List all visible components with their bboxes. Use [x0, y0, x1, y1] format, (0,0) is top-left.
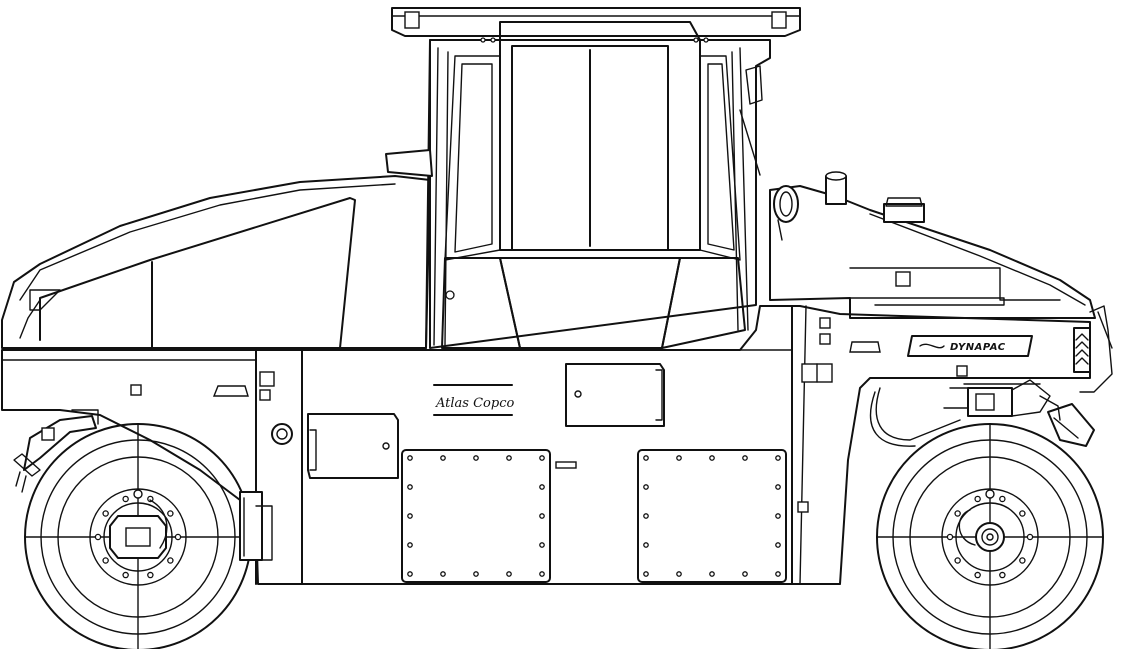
panel-bolt [506, 571, 512, 577]
panel-bolt [407, 484, 413, 490]
panel-bolt [775, 484, 781, 490]
hub-bolt [102, 510, 109, 517]
panel-bolt [539, 571, 545, 577]
panel-bolt [440, 455, 446, 461]
ballast-panel-right [637, 449, 787, 583]
panel-bolt [539, 455, 545, 461]
access-doors [271, 363, 665, 479]
hub-bolt [122, 571, 129, 579]
panel-bolt [473, 455, 479, 461]
hub-bolt [974, 571, 981, 579]
panel-bolt [676, 571, 682, 577]
panel-bolt [407, 513, 413, 519]
ballast-panel-left [401, 449, 551, 583]
operator-cab [385, 21, 771, 349]
front-wheel [876, 423, 1104, 649]
panel-bolt [407, 571, 413, 577]
panel-bolt [440, 571, 446, 577]
panel-bolt [407, 455, 413, 461]
rear-wheel [24, 423, 252, 649]
hub-bolt [999, 495, 1006, 503]
hub-bolt [954, 510, 961, 517]
main-chassis [1, 305, 1091, 585]
hub-bolt [102, 557, 109, 564]
panel-bolt [742, 455, 748, 461]
front-hood [769, 171, 1096, 319]
rear-axle-bracket [239, 491, 273, 561]
hub-bolt [122, 495, 129, 503]
dynapac-logo: DYNAPAC [907, 327, 1091, 373]
panel-bolt [506, 455, 512, 461]
panel-bolt [643, 455, 649, 461]
atlas-copco-label: Atlas Copco [435, 396, 514, 411]
panel-bolt [643, 542, 649, 548]
panel-bolt [775, 455, 781, 461]
hub-bolt [1019, 510, 1026, 517]
rear-scraper [13, 409, 99, 493]
hub-bolt [174, 533, 182, 541]
hub-bolt [1026, 533, 1034, 541]
panel-bolt [742, 571, 748, 577]
front-scraper [1039, 305, 1113, 447]
dynapac-label: DYNAPAC [950, 342, 1006, 353]
hub-bolt [167, 557, 174, 564]
panel-bolt [407, 542, 413, 548]
hub-bolt [954, 557, 961, 564]
panel-bolt [676, 455, 682, 461]
engine-hood [1, 175, 431, 349]
panel-bolt [775, 542, 781, 548]
hub-bolt [999, 571, 1006, 579]
panel-bolt [539, 513, 545, 519]
panel-bolt [775, 513, 781, 519]
hub-bolt [1019, 557, 1026, 564]
hub-bolt [147, 571, 154, 579]
front-suspension [943, 377, 1051, 417]
panel-bolt [539, 484, 545, 490]
panel-bolt [643, 484, 649, 490]
panel-bolt [709, 571, 715, 577]
hub-bolt [974, 495, 981, 503]
hub-bolt [946, 533, 954, 541]
panel-bolt [709, 455, 715, 461]
panel-bolt [473, 571, 479, 577]
hub-bolt [167, 510, 174, 517]
panel-bolt [643, 571, 649, 577]
panel-bolt [643, 513, 649, 519]
hub-bolt [94, 533, 102, 541]
atlas-copco-logo: Atlas Copco [433, 384, 514, 416]
panel-bolt [539, 542, 545, 548]
panel-bolt [775, 571, 781, 577]
